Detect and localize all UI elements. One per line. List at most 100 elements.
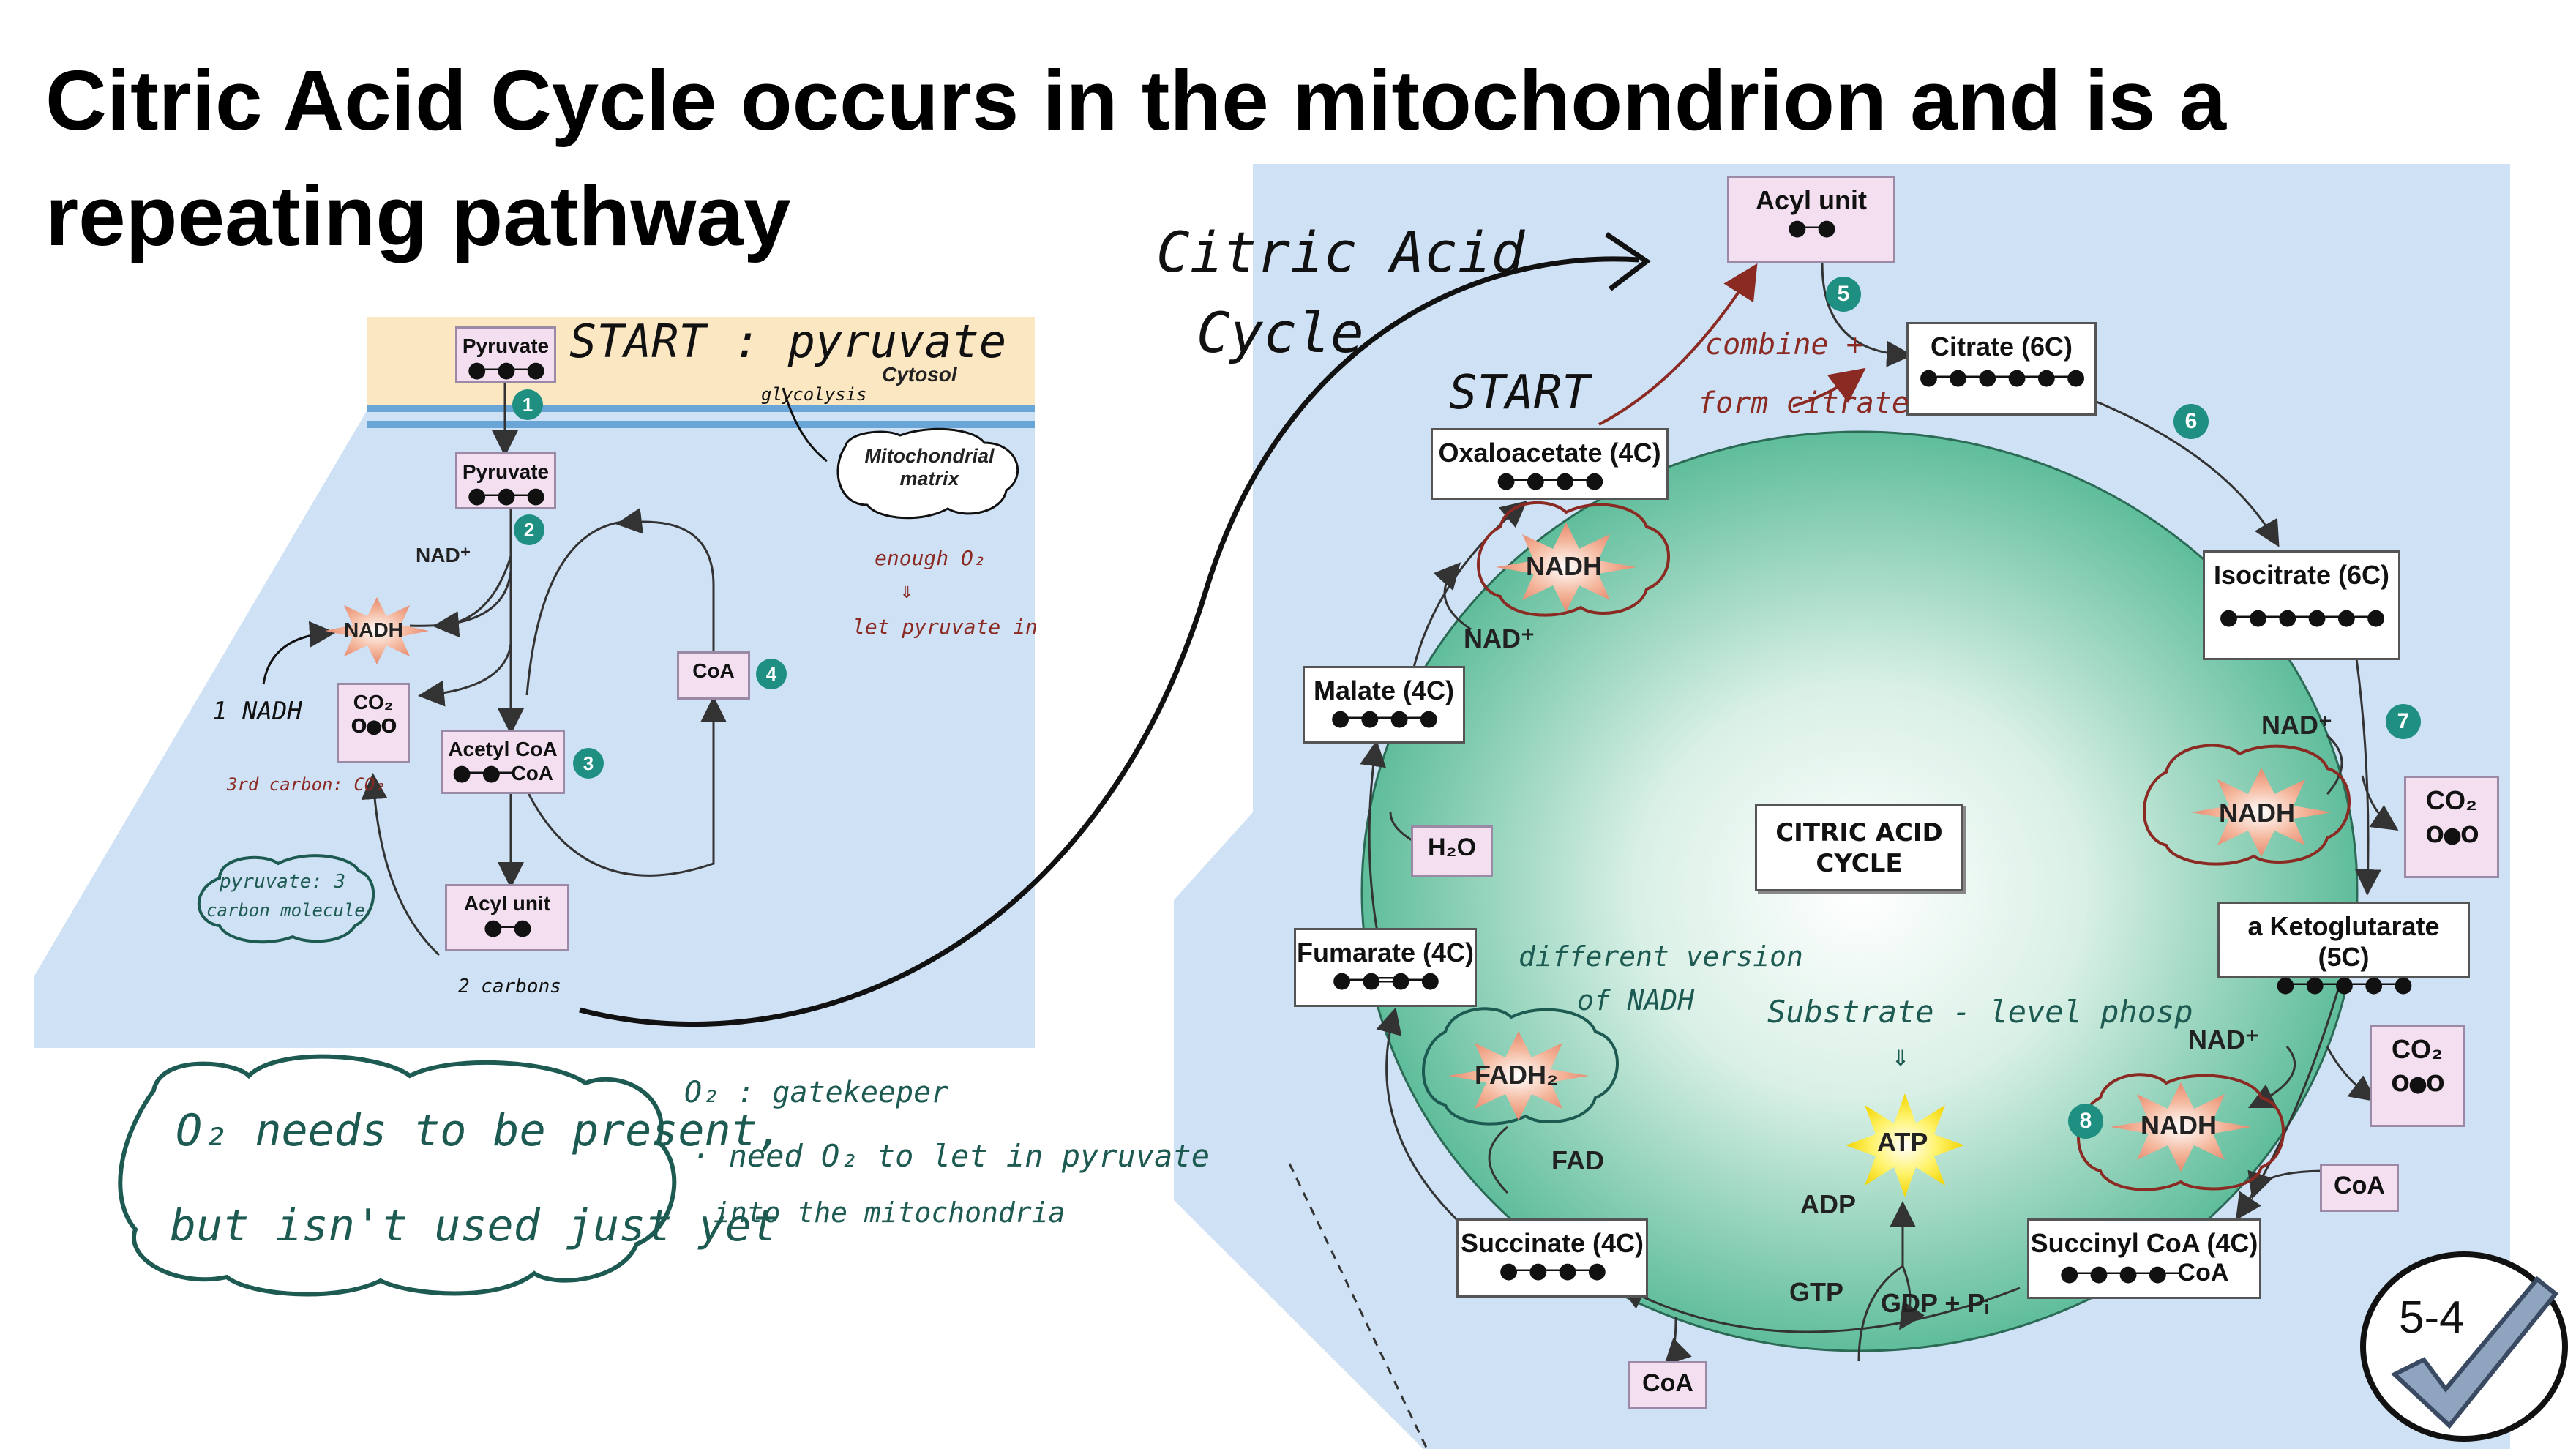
start-pyruvate-note: START : pyruvate — [569, 315, 1007, 368]
nadh-step7-label: NADH — [2219, 798, 2295, 828]
coa-succinate-box: CoA — [1628, 1361, 1707, 1409]
succinyl-coa-chain: ●─●─●─●─CoA — [2029, 1259, 2259, 1287]
acetyl-coa-box: Acetyl CoA ●─●─CoA — [441, 730, 565, 794]
co2-step8-label: CO₂ — [2392, 1034, 2443, 1064]
left-acyl-unit-box: Acyl unit ●─● — [445, 884, 569, 951]
step-6-marker: 6 — [2174, 404, 2209, 439]
acyl-unit-box: Acyl unit ●─● — [1727, 176, 1895, 263]
nad-plus-step7-label: NAD⁺ — [2261, 710, 2332, 740]
two-carbons-note: 2 carbons — [458, 976, 561, 997]
left-co2-box: CO₂ O●O — [337, 683, 410, 763]
cycle-center-box: CITRIC ACID CYCLE — [1755, 804, 1963, 891]
left-co2-label: CO₂ — [353, 691, 394, 714]
citric-acid-cycle-label-line2: Cycle — [1197, 300, 1364, 365]
atp-burst — [1846, 1093, 1964, 1197]
nadh-step8-burst — [2111, 1082, 2251, 1172]
nadh-oxalo-burst — [1496, 523, 1636, 612]
succinyl-coa-box: Succinyl CoA (4C) ●─●─●─●─CoA — [2027, 1218, 2261, 1299]
nadh-step8-label: NADH — [2141, 1110, 2217, 1140]
cycle-center-line1: CITRIC ACID — [1775, 818, 1943, 847]
note-cloud — [118, 1054, 677, 1297]
pyruvate-matrix-box: Pyruvate ●─●─● — [455, 452, 556, 509]
nad-plus-oxalo-label: NAD⁺ — [1464, 624, 1535, 654]
checkmark-icon — [2390, 1276, 2559, 1429]
citrate-box: Citrate (6C) ●─●─●─●─●─● — [1906, 322, 2097, 416]
need-o2-note-line1: · need O₂ to let in pyruvate — [692, 1138, 1210, 1174]
one-nadh-note: 1 NADH — [212, 697, 302, 726]
co2-step7-molecule: O●O — [2425, 823, 2479, 848]
enough-o2-note: enough O₂ — [875, 546, 986, 570]
pyruvate-3c-note-line2: carbon molecule — [206, 900, 365, 921]
coa-step8-label: CoA — [2334, 1172, 2385, 1199]
fumarate-box: Fumarate (4C) ●─●═●─● — [1294, 928, 1477, 1007]
pyruvate-cytosol-label: Pyruvate — [462, 334, 550, 357]
coa-succinate-label: CoA — [1642, 1369, 1693, 1397]
malate-label: Malate (4C) — [1313, 675, 1455, 705]
step-8-marker: 8 — [2068, 1104, 2103, 1139]
succinyl-coa-tail: CoA — [2177, 1259, 2229, 1287]
acyl-unit-label: Acyl unit — [1755, 185, 1867, 215]
oxaloacetate-box: Oxaloacetate (4C) ●─●─●─● — [1431, 428, 1669, 500]
left-co2-molecule: O●O — [351, 716, 397, 738]
acetyl-dots: ●─●─ — [452, 760, 512, 786]
left-coa-box: CoA — [677, 651, 750, 700]
step-3-marker: 3 — [573, 748, 604, 779]
succinyl-coa-label: Succinyl CoA (4C) — [2030, 1228, 2258, 1258]
pyruvate-cytosol-dots: ●─●─● — [467, 357, 546, 383]
page-title: Citric Acid Cycle occurs in the mitochon… — [45, 53, 2227, 263]
isocitrate-label: Isocitrate (6C) — [2213, 560, 2390, 590]
nadh-oxalo-label: NADH — [1526, 551, 1602, 581]
different-version-note-line1: different version — [1519, 940, 1803, 973]
pyruvate-matrix-label: Pyruvate — [462, 460, 550, 483]
different-version-note-line2: of NADH — [1577, 984, 1695, 1016]
combine-note-line2: form citrate — [1698, 386, 1909, 420]
nad-plus-step8-label: NAD⁺ — [2188, 1025, 2259, 1055]
oxaloacetate-molecule: ●─●─●─● — [1497, 468, 1604, 493]
gtp-label: GTP — [1789, 1277, 1844, 1307]
fad-label: FAD — [1551, 1145, 1604, 1175]
badge-circle — [2360, 1251, 2568, 1442]
co2-step8-box: CO₂ O●O — [2370, 1025, 2465, 1127]
left-acyl-unit-label: Acyl unit — [463, 892, 551, 915]
fumarate-label: Fumarate (4C) — [1296, 937, 1475, 967]
isnt-used-yet-note: but isn't used just yet — [170, 1200, 778, 1251]
step-7-marker: 7 — [2386, 704, 2421, 739]
o2-needs-present-note: O₂ needs to be present, — [176, 1105, 784, 1156]
co2-step8-molecule: O●O — [2391, 1071, 2444, 1097]
o2-gatekeeper-note: O₂ : gatekeeper — [684, 1076, 949, 1109]
h2o-label: H₂O — [1427, 834, 1477, 861]
pyruvate-3c-note-line1: pyruvate: 3 — [220, 871, 346, 893]
ketoglutarate-box: a Ketoglutarate (5C) ●─●─●─●─● — [2217, 902, 2470, 997]
cytosol-label: Cytosol — [882, 363, 957, 386]
fadh2-label: FADH₂ — [1475, 1060, 1558, 1090]
left-coa-label: CoA — [692, 659, 735, 682]
mitochondrial-matrix-label: Mitochondrial matrix — [864, 445, 995, 490]
substrate-level-note: Substrate - level phosp — [1767, 994, 2193, 1030]
left-nadh-label: NADH — [344, 618, 403, 641]
let-pyruvate-in-note: let pyruvate in — [853, 615, 1038, 639]
h2o-box: H₂O — [1411, 825, 1493, 877]
citrate-molecule: ●─●─●─●─●─● — [1919, 364, 2085, 390]
nadh-step7-burst — [2191, 768, 2332, 857]
ketoglutarate-molecule: ●─●─●─●─● — [2275, 972, 2413, 997]
succinate-box: Succinate (4C) ●─●─●─● — [1456, 1218, 1648, 1298]
left-nadh-burst — [325, 597, 429, 664]
left-nad-plus-label: NAD⁺ — [416, 544, 471, 566]
acetyl-coa-tail: CoA — [511, 762, 554, 785]
cycle-center-line2: CYCLE — [1816, 849, 1903, 878]
glycolysis-note: glycolysis — [761, 384, 867, 405]
acetyl-coa-chain: ●─●─CoA — [443, 761, 563, 786]
succinyl-dots: ●─●─●─●─ — [2059, 1261, 2179, 1287]
substrate-level-arrow: ⇓ — [1892, 1039, 1910, 1073]
pyruvate-cytosol-box: Pyruvate ●─●─● — [455, 326, 556, 383]
co2-step7-box: CO₂ O●O — [2404, 776, 2499, 878]
gdp-pi-label: GDP + Pᵢ — [1881, 1288, 1989, 1318]
isocitrate-molecule: ●─●─●─●─●─● — [2219, 604, 2385, 630]
badge-label: 5-4 — [2399, 1292, 2465, 1343]
malate-box: Malate (4C) ●─●─●─● — [1303, 666, 1465, 744]
acetyl-coa-label: Acetyl CoA — [448, 738, 558, 760]
ketoglutarate-label: a Ketoglutarate (5C) — [2247, 911, 2440, 972]
adp-label: ADP — [1800, 1189, 1857, 1219]
step-5-marker: 5 — [1826, 277, 1861, 312]
